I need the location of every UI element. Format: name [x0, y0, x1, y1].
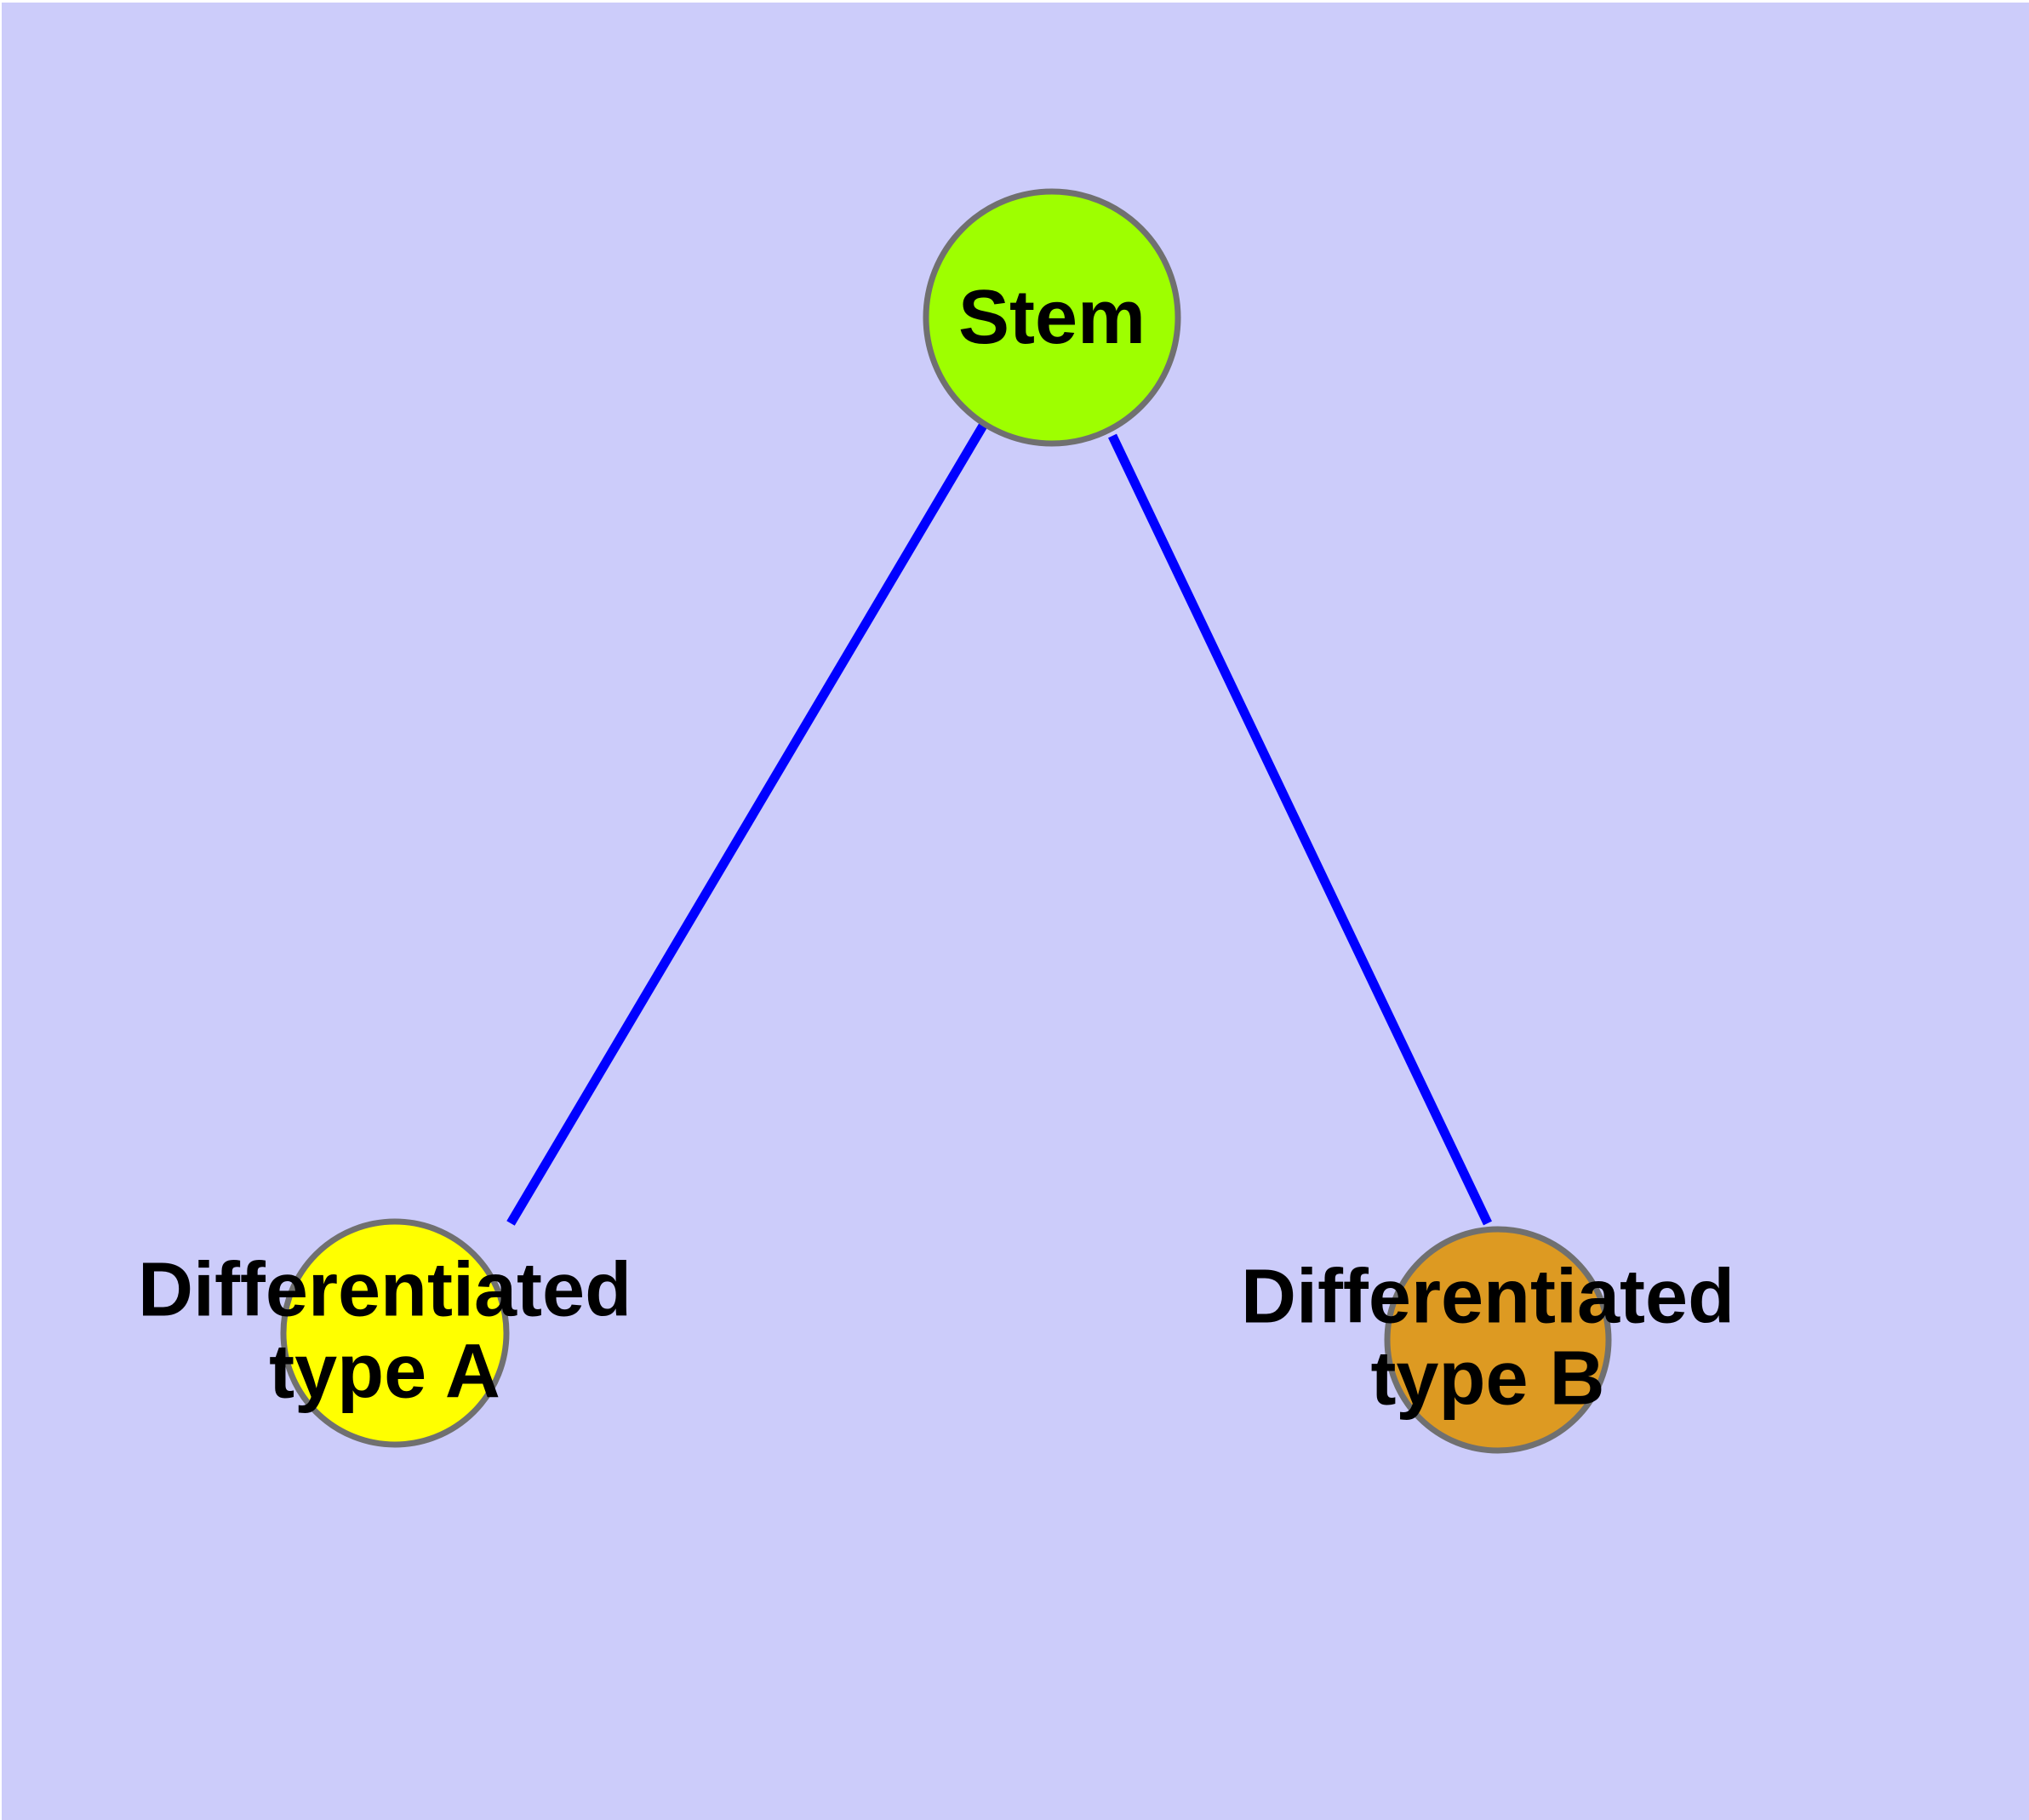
node-stem[interactable]: [923, 188, 1181, 447]
node-differentiated-type-b[interactable]: [1384, 1226, 1612, 1454]
node-differentiated-type-a[interactable]: [280, 1218, 510, 1448]
edge-stem-to-differentiated-type-b: [1108, 433, 1492, 1226]
edge-layer: [506, 423, 1492, 1226]
edge-stem-to-differentiated-type-a: [506, 423, 987, 1226]
node-layer: [280, 188, 1612, 1454]
